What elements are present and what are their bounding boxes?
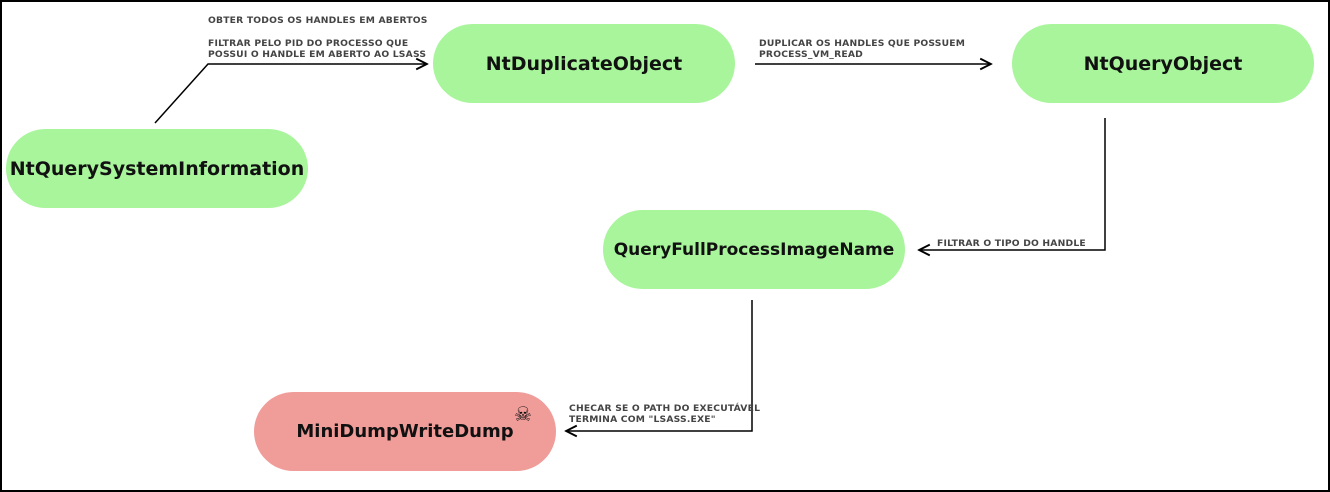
node-ntqueryobject: NtQueryObject — [1012, 24, 1314, 103]
node-ntquerysysteminformation: NtQuerySystemInformation — [6, 129, 308, 208]
label-checar-line2: TERMINA COM "LSASS.EXE" — [569, 414, 716, 425]
node-queryfullprocessimagename: QueryFullProcessImageName — [603, 210, 905, 289]
edge-imagename-to-minidump — [566, 300, 753, 431]
label-obter-handles-text: OBTER TODOS OS HANDLES EM ABERTOS — [208, 15, 428, 26]
label-checar: CHECAR SE O PATH DO EXECUTÁVEL TERMINA C… — [569, 403, 760, 425]
label-duplicar-line1: DUPLICAR OS HANDLES QUE POSSUEM — [759, 38, 966, 49]
node-ntduplicateobject-label: NtDuplicateObject — [485, 52, 683, 75]
label-obter-handles: OBTER TODOS OS HANDLES EM ABERTOS — [208, 15, 428, 26]
node-ntquerysysteminformation-label: NtQuerySystemInformation — [9, 157, 305, 180]
label-filtrar-pid-line1: FILTRAR PELO PID DO PROCESSO QUE — [208, 38, 409, 49]
label-filtrar-pid-line2: POSSUI O HANDLE EM ABERTO AO LSASS — [208, 49, 427, 60]
label-checar-line1: CHECAR SE O PATH DO EXECUTÁVEL — [569, 403, 761, 414]
edge-queryobject-to-imagename — [919, 118, 1106, 250]
node-minidumpwritedump-label: MiniDumpWriteDump — [296, 421, 514, 442]
node-queryfullprocessimagename-label: QueryFullProcessImageName — [613, 239, 895, 260]
skull-icon: ☠ — [514, 402, 532, 426]
node-ntduplicateobject: NtDuplicateObject — [433, 24, 735, 103]
label-filtrar-pid: FILTRAR PELO PID DO PROCESSO QUE POSSUI … — [208, 38, 426, 60]
node-ntqueryobject-label: NtQueryObject — [1083, 52, 1243, 75]
label-filtrar-tipo-text: FILTRAR O TIPO DO HANDLE — [937, 238, 1086, 249]
label-duplicar-line2: PROCESS_VM_READ — [759, 49, 863, 60]
label-duplicar: DUPLICAR OS HANDLES QUE POSSUEM PROCESS_… — [759, 38, 965, 60]
node-minidumpwritedump: MiniDumpWriteDump — [254, 392, 556, 471]
edge-sysinfo-to-duplicate — [154, 64, 427, 124]
label-filtrar-tipo: FILTRAR O TIPO DO HANDLE — [937, 238, 1086, 249]
